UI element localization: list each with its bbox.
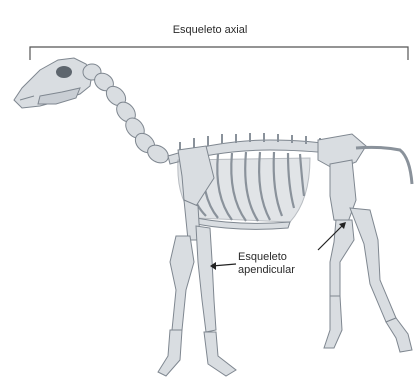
axial-skeleton-label: Esqueleto axial	[0, 24, 420, 37]
skull	[14, 58, 92, 108]
appendicular-label-line2: apendicular	[238, 264, 328, 277]
tail	[356, 147, 412, 184]
appendicular-label-line1: Esqueleto	[238, 251, 328, 264]
axial-bracket	[30, 47, 408, 60]
cervical-vertebrae	[83, 64, 172, 166]
hind-legs	[324, 160, 412, 352]
appendicular-skeleton-label: Esqueleto apendicular	[238, 251, 328, 277]
